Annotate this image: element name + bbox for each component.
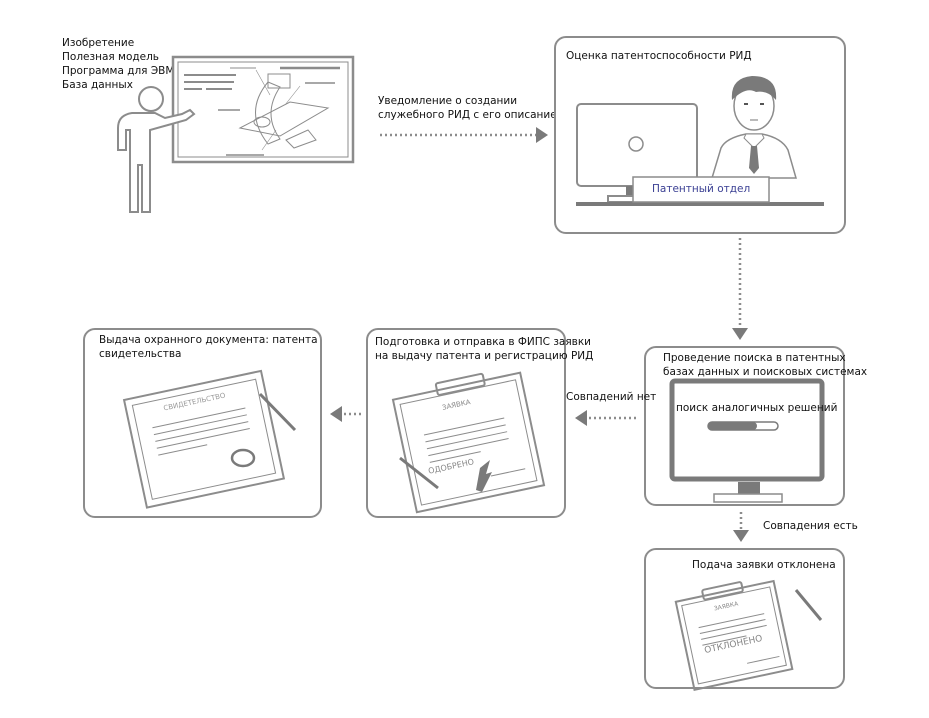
rejected-application-icon: [674, 579, 823, 692]
step-assessment-title: Оценка патентоспособности РИД: [566, 50, 752, 62]
arrow-left-icon: [330, 406, 364, 422]
rid-type-invention: Изобретение: [62, 37, 135, 49]
step-prepare-title-line2: на выдачу патента и регистрацию РИД: [375, 350, 594, 362]
arrow-no-match-label: Совпадений нет: [566, 391, 657, 403]
signature-mark-icon: [476, 460, 492, 492]
step-rejected-box: Подача заявки отклонена ЗАЯВКА ОТКЛОНЕНО: [644, 548, 845, 692]
rid-type-software: Программа для ЭВМ: [62, 65, 175, 77]
step-search-title-line1: Проведение поиска в патентных: [663, 352, 846, 364]
certificate-icon: [122, 369, 297, 509]
pen-icon: [399, 456, 439, 490]
seal-icon: [230, 448, 256, 468]
presenter-person-icon: [117, 86, 196, 213]
arrow-notify-label-line1: Уведомление о создании: [378, 95, 518, 107]
step-issue-title-line2: свидетельства: [99, 348, 182, 360]
step-search-box: Проведение поиска в патентных базах данн…: [644, 346, 867, 506]
desk-icon: [576, 202, 824, 206]
pen-icon: [794, 589, 823, 621]
step-issue-box: Выдача охранного документа: патента свид…: [83, 328, 322, 518]
desk-sign-icon: [632, 176, 770, 203]
step-prepare-title-line1: Подготовка и отправка в ФИПС заявки: [375, 336, 592, 348]
rid-type-database: База данных: [62, 79, 133, 91]
desk-sign-label: Патентный отдел: [652, 183, 751, 195]
arrow-down-icon: [733, 512, 749, 542]
search-progress-fill: [708, 422, 757, 430]
pen-icon: [258, 392, 297, 432]
arrow-right-icon: [380, 127, 548, 143]
arrow-notify-label-line2: служебного РИД с его описанием: [378, 109, 565, 121]
step-rejected-title: Подача заявки отклонена: [692, 559, 836, 571]
search-screen-text: поиск аналогичных решений: [676, 402, 838, 414]
search-monitor-icon: [669, 378, 825, 503]
arrow-left-icon: [575, 410, 639, 426]
step-assessment-box: Оценка патентоспособности РИД Патентный …: [554, 36, 846, 234]
step-issue-title-line1: Выдача охранного документа: патента: [99, 334, 318, 346]
step-prepare-box: Подготовка и отправка в ФИПС заявки на в…: [366, 328, 593, 518]
arrow-match-label: Совпадения есть: [763, 520, 858, 532]
approved-application-icon: [391, 371, 546, 514]
patent-office-illustration: [576, 76, 824, 206]
presentation-board-icon: [171, 55, 355, 164]
employee-icon: [710, 76, 797, 179]
rid-type-utility-model: Полезная модель: [62, 51, 159, 63]
arrow-down-icon: [732, 238, 748, 340]
step-search-title-line2: базах данных и поисковых системах: [663, 366, 868, 378]
